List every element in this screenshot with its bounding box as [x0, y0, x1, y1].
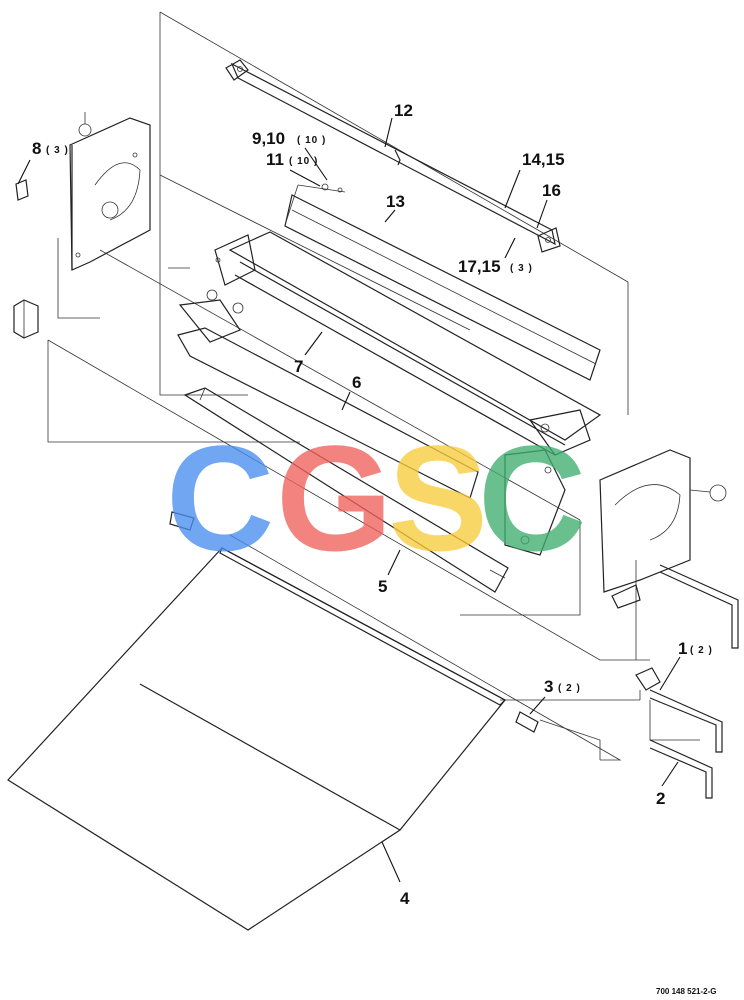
part-1-rod: [635, 564, 739, 753]
callouts: 12 9,10 ( 10 ) 11 ( 10 ) 8 ( 3 ) 14,15 1…: [32, 101, 713, 908]
part-5-cover: [183, 387, 509, 593]
callout-2: 2: [656, 789, 665, 808]
callout-3-qty: ( 2 ): [558, 683, 581, 694]
callout-1: 1: [678, 639, 687, 658]
callout-13: 13: [386, 192, 405, 211]
callout-11-qty: ( 10 ): [289, 156, 318, 167]
watermark-letter-c1: C: [166, 414, 274, 582]
callout-3: 3: [544, 677, 553, 696]
watermark-letter-c2: C: [478, 414, 586, 582]
callout-17-15: 17,15: [458, 257, 501, 276]
callout-6: 6: [352, 373, 361, 392]
watermark: C G S C: [166, 414, 586, 582]
part-8-bolt: [15, 179, 29, 201]
part-2-rod: [649, 739, 713, 799]
callout-11: 11: [266, 150, 284, 169]
watermark-letter-s: S: [388, 414, 488, 582]
callout-17-15-qty: ( 3 ): [510, 263, 533, 274]
part-7-roller-assembly: [168, 231, 602, 456]
leader-lines: [17, 117, 681, 883]
left-lower-bracket: [13, 299, 39, 339]
callout-12: 12: [394, 101, 413, 120]
callout-9-10: 9,10: [252, 129, 285, 148]
callout-7: 7: [294, 357, 303, 376]
assembly-lines: [47, 11, 700, 761]
callout-9-10-qty: ( 10 ): [297, 135, 326, 146]
part-3-pin: [515, 711, 539, 733]
right-side-plate: [599, 449, 727, 609]
drawing-reference-number: 700 148 521-2-G: [656, 987, 717, 996]
callout-14-15: 14,15: [522, 150, 565, 169]
part-12-top-rod: [225, 59, 561, 253]
right-inner-bracket: [504, 449, 566, 556]
callout-16: 16: [542, 181, 561, 200]
callout-5: 5: [378, 577, 387, 596]
left-side-plate: [69, 112, 151, 271]
hardware-9-10-11: [284, 183, 346, 226]
callout-8-qty: ( 3 ): [46, 145, 69, 156]
watermark-letter-g: G: [276, 414, 393, 582]
part-6-plate: [177, 327, 479, 499]
callout-1-qty: ( 2 ): [690, 645, 713, 656]
part-13-strip: [284, 194, 601, 381]
part-4-sheet: [7, 511, 506, 931]
callout-8: 8: [32, 139, 41, 158]
callout-4: 4: [400, 889, 410, 908]
